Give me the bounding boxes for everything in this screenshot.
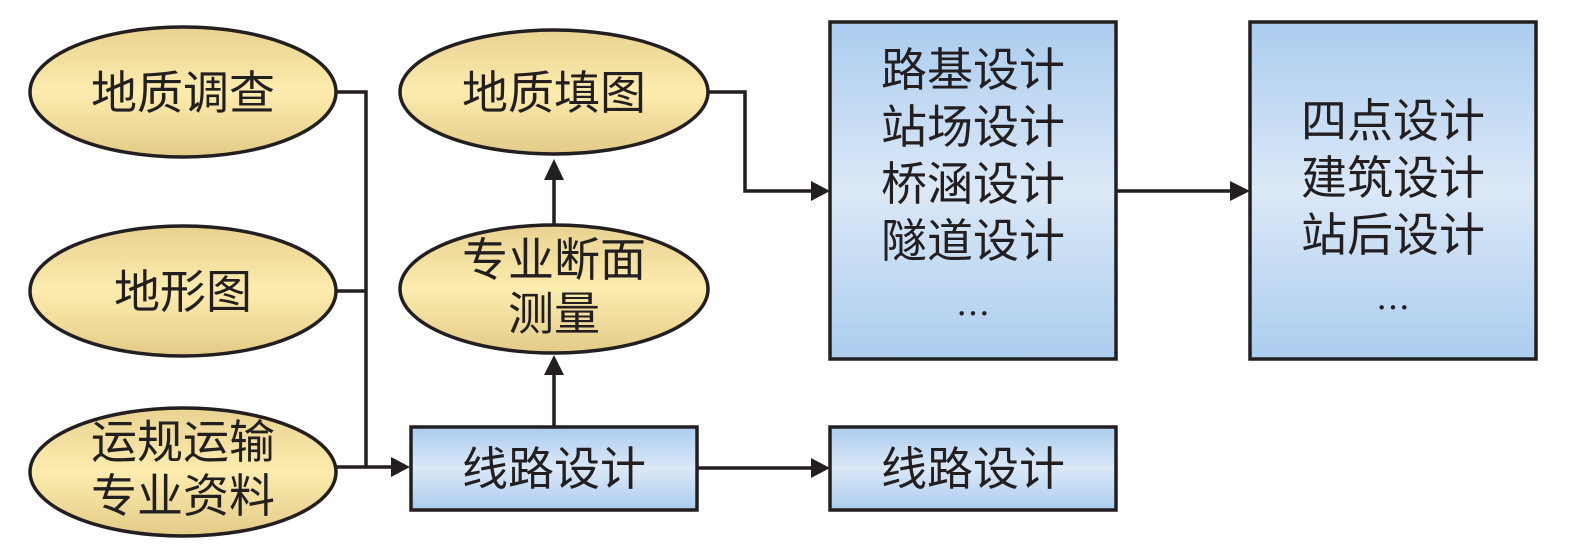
node-route-design-1: 线路设计 [409, 425, 699, 512]
arrowhead-into-systems-design [1230, 181, 1250, 201]
rect-shape [828, 425, 1118, 512]
node-label-line-1: 路基设计 [881, 43, 1065, 97]
node-label-line-2: 测量 [508, 287, 600, 341]
rect-shape [1248, 20, 1538, 361]
node-label-line-3: 桥涵设计 [881, 157, 1065, 211]
ellipsis-label: … [1376, 278, 1410, 318]
node-civil-design: 路基设计 站场设计 桥涵设计 隧道设计 … [828, 20, 1118, 361]
ellipse-shape [398, 28, 710, 156]
node-label: 线路设计 [462, 442, 646, 496]
ellipse-shape [28, 25, 338, 159]
connector-geological-survey-to-bus [335, 90, 368, 467]
arrowhead-into-civil-design [811, 181, 830, 201]
node-label-line-1: 专业断面 [462, 233, 646, 287]
node-topographic-map: 地形图 [28, 224, 338, 358]
node-label: 线路设计 [881, 442, 1065, 496]
node-label: 地形图 [114, 265, 252, 319]
node-label-line-4: 隧道设计 [881, 214, 1065, 268]
arrowhead-into-route-design-2 [811, 458, 830, 478]
node-label-line-1: 运规运输 [91, 415, 275, 469]
node-label-line-2: 站场设计 [881, 100, 1065, 154]
node-systems-design: 四点设计 建筑设计 站后设计 … [1248, 20, 1538, 361]
rect-shape [409, 425, 699, 512]
arrowhead-into-route-design-1 [391, 457, 410, 477]
ellipse-shape [398, 223, 710, 355]
node-geological-survey: 地质调查 [28, 25, 338, 159]
node-label: 地质调查 [91, 66, 275, 120]
rect-shape [828, 20, 1118, 361]
node-geological-mapping: 地质填图 [398, 28, 710, 156]
ellipsis-label: … [956, 284, 990, 324]
connectors [335, 90, 1250, 478]
node-label-line-3: 站后设计 [1301, 208, 1485, 262]
arrowhead-into-geological-mapping [544, 159, 564, 180]
node-label-line-1: 四点设计 [1301, 94, 1485, 148]
ellipse-shape [28, 224, 338, 358]
node-section-survey: 专业断面 测量 [398, 223, 710, 355]
node-route-design-2: 线路设计 [828, 425, 1118, 512]
ellipse-shape [28, 406, 338, 538]
arrowhead-into-section-survey [544, 355, 564, 375]
node-label-line-2: 建筑设计 [1301, 151, 1485, 205]
connector-geological-mapping-to-civil-design [707, 90, 812, 193]
node-label-line-2: 专业资料 [91, 469, 275, 523]
node-label: 地质填图 [462, 66, 646, 120]
node-transport-data: 运规运输 专业资料 [28, 406, 338, 538]
